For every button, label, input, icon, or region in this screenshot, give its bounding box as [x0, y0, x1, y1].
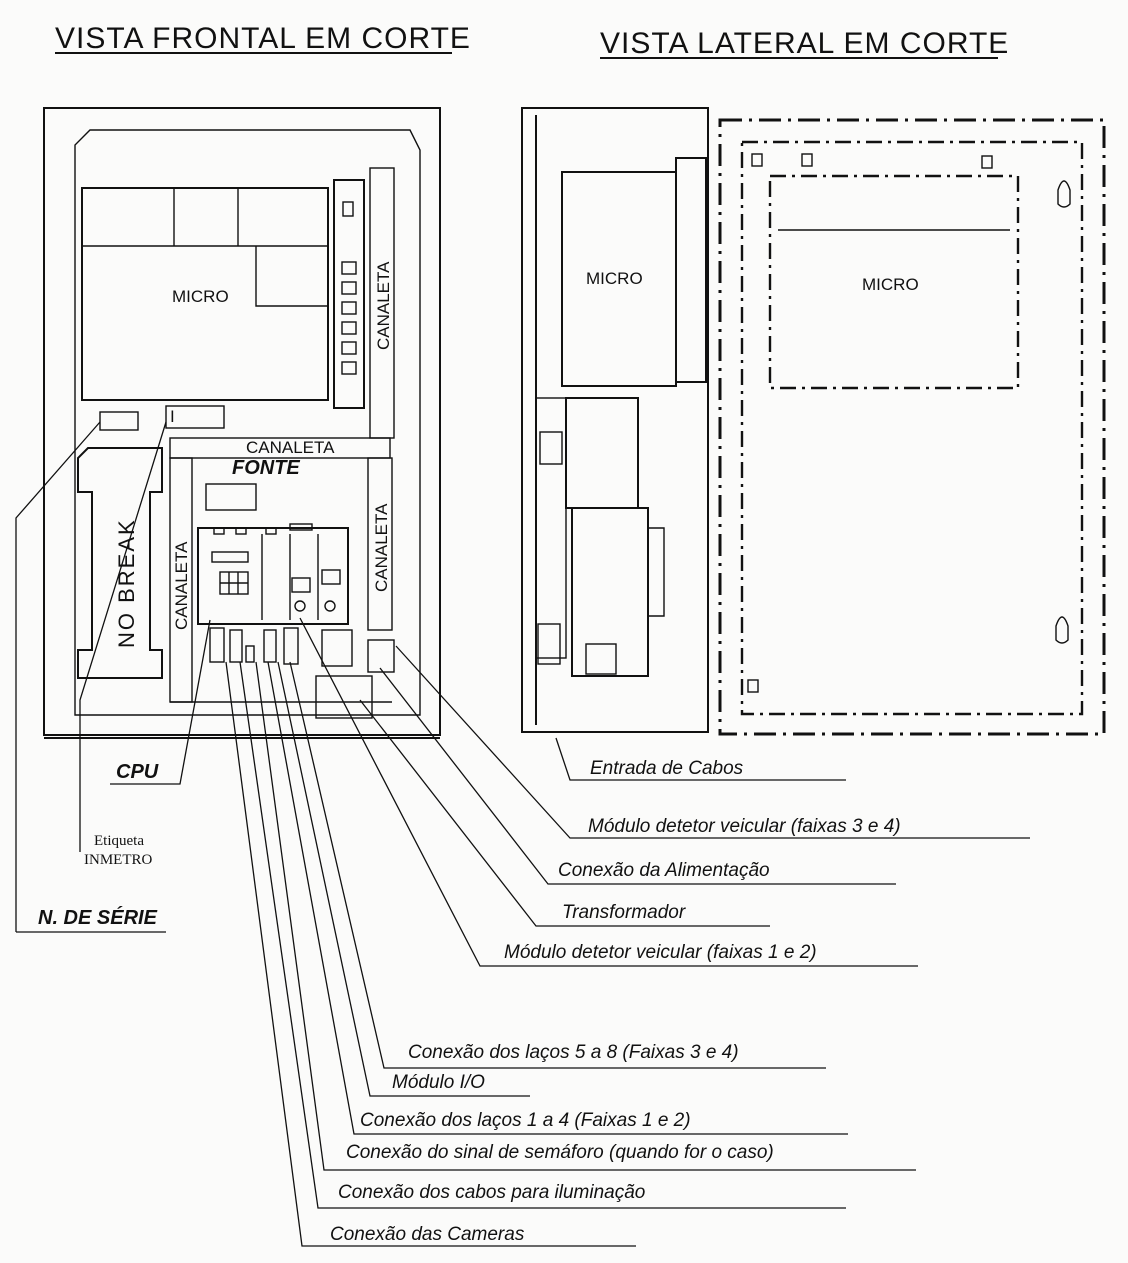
label-detetor-12: Módulo detetor veicular (faixas 1 e 2)	[504, 942, 817, 963]
module-top-led-3	[265, 527, 277, 535]
door-hinge-top-mid	[801, 153, 813, 167]
transformer-box	[315, 675, 373, 719]
label-modulo-io: Módulo I/O	[392, 1072, 485, 1093]
side-view: MICRO MICRO	[521, 107, 1106, 736]
side-terminal-bracket	[648, 527, 665, 617]
rack-port-1	[341, 261, 357, 275]
front-cabinet-outer	[43, 107, 441, 736]
leader-modulo-io	[277, 661, 530, 1097]
side-bottom-box	[585, 643, 617, 675]
canaleta-label-right: CANALETA	[372, 503, 391, 592]
front-cabinet-inner	[74, 129, 421, 716]
front-micro-label: MICRO	[172, 287, 229, 306]
rack-switch	[342, 201, 354, 217]
door-outline-outer	[718, 118, 1106, 736]
door-hinge-top-right	[981, 155, 993, 169]
label-alimentacao: Conexão da Alimentação	[558, 860, 770, 881]
side-fonte-box	[565, 397, 639, 509]
canaleta-vertical-right	[367, 457, 393, 631]
module-top-led-1	[213, 527, 225, 535]
leader-iluminacao	[239, 661, 846, 1209]
side-rail	[535, 397, 567, 659]
rack-port-4	[341, 321, 357, 335]
side-cabinet	[521, 107, 709, 733]
side-box-1	[539, 431, 563, 465]
connector-block-2	[229, 629, 243, 663]
rack-port-3	[341, 301, 357, 315]
leader-alimentacao	[379, 667, 896, 885]
canaleta-label-upper: CANALETA	[374, 261, 393, 350]
detector-module-2-knob	[324, 600, 336, 612]
door-outline-inner	[740, 140, 1084, 716]
connector-block-4	[263, 629, 277, 663]
module-top-led-2	[235, 527, 247, 535]
leader-cpu	[110, 619, 211, 785]
label-transformador: Transformador	[562, 902, 686, 923]
canaleta-label-horizontal: CANALETA	[246, 438, 335, 457]
callouts: CPU Etiqueta INMETRO N. DE SÉRIE Entrada…	[15, 421, 1030, 1247]
leader-lacos-14	[267, 661, 848, 1135]
power-connector	[367, 639, 395, 673]
label-entrada: Entrada de Cabos	[590, 758, 744, 779]
connector-block-5	[283, 627, 299, 665]
label-semaforo: Conexão do sinal de semáforo (quando for…	[346, 1142, 774, 1163]
label-iluminacao: Conexão dos cabos para iluminação	[338, 1182, 645, 1203]
title-side-view: VISTA LATERAL EM CORTE	[600, 27, 1009, 60]
door-latch-bottom	[1055, 616, 1069, 644]
label-cpu: CPU	[116, 761, 159, 783]
fonte-box	[205, 483, 257, 511]
label-inmetro: INMETRO	[84, 852, 152, 868]
leader-serie	[15, 421, 101, 932]
micro-drive-bay	[255, 246, 328, 307]
leader-detetor-34	[395, 645, 1030, 839]
leader-semaforo	[255, 661, 916, 1171]
label-lacos-58: Conexão dos laços 5 a 8 (Faixas 3 e 4)	[408, 1042, 739, 1063]
side-micro-rack	[675, 157, 707, 383]
label-serie: N. DE SÉRIE	[38, 906, 158, 929]
connector-block-3	[245, 645, 255, 663]
inmetro-tag	[165, 405, 225, 429]
leader-transformador	[359, 699, 770, 927]
rack-port-6	[341, 361, 357, 375]
serial-plate	[99, 411, 139, 431]
side-micro-label: MICRO	[586, 269, 643, 288]
fonte-label: FONTE	[232, 457, 300, 479]
rack-port-5	[341, 341, 357, 355]
leader-entrada	[555, 737, 846, 781]
terminal-block	[321, 629, 353, 667]
rack-port-2	[341, 281, 357, 295]
side-connector-stack	[537, 623, 561, 665]
leader-inmetro	[79, 421, 167, 852]
label-cameras: Conexão das Cameras	[330, 1224, 525, 1245]
port-rack	[333, 179, 365, 409]
connector-block-1	[209, 627, 225, 663]
door-hinge-top-left	[751, 153, 763, 167]
label-detetor-34: Módulo detetor veicular (faixas 3 e 4)	[588, 816, 901, 837]
title-front-view: VISTA FRONTAL EM CORTE	[55, 22, 471, 55]
label-etiqueta: Etiqueta	[94, 833, 144, 849]
canaleta-horizontal	[169, 437, 391, 459]
no-break-unit	[77, 447, 163, 679]
leader-detetor-12	[299, 617, 918, 967]
cpu-display	[211, 551, 249, 563]
module-top-led-4	[289, 523, 313, 531]
leader-lacos-58	[289, 661, 826, 1069]
detector-module-1-knob	[294, 600, 306, 612]
door-micro-outline	[768, 174, 1020, 390]
front-micro-box	[81, 187, 329, 401]
canaleta-label-left: CANALETA	[172, 541, 191, 630]
detector-module-1-connector	[291, 577, 311, 593]
leader-cameras	[225, 661, 636, 1247]
detector-module-2-connector	[321, 569, 341, 585]
door-micro-label: MICRO	[862, 275, 919, 294]
front-view: MICRO CANALETA I CANALETA CANALETA CANAL…	[43, 107, 441, 739]
label-lacos-14: Conexão dos laços 1 a 4 (Faixas 1 e 2)	[360, 1110, 691, 1131]
inmetro-tag-mark: I	[170, 407, 175, 426]
no-break-label: NO BREAK	[114, 518, 139, 648]
side-transformer-box	[571, 507, 649, 677]
door-hinge-bottom-left	[747, 679, 759, 693]
door-latch-top	[1057, 180, 1071, 208]
